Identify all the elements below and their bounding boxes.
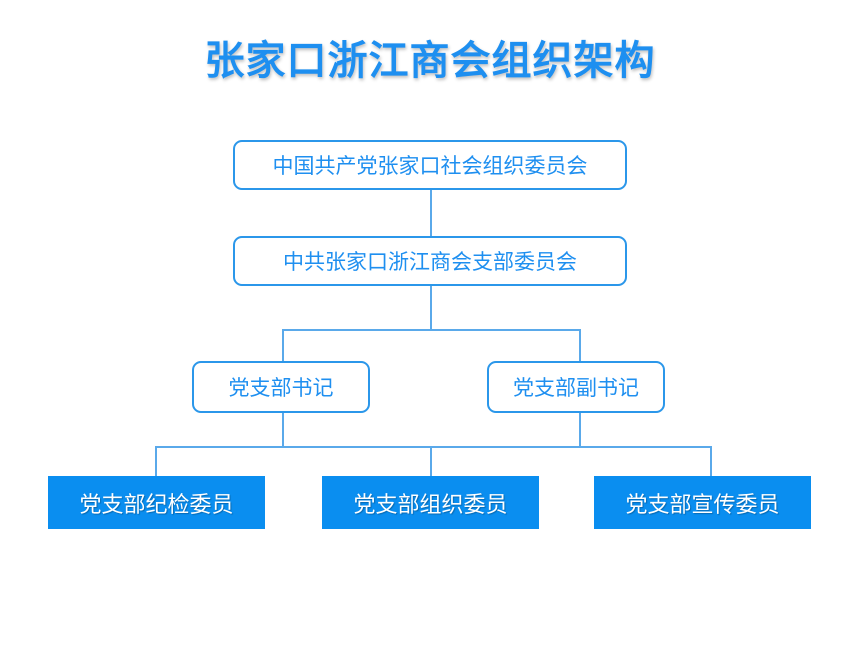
connector-line xyxy=(430,285,432,329)
node-secretary: 党支部书记 xyxy=(192,361,370,413)
node-organization-member: 党支部组织委员 xyxy=(322,476,539,529)
node-branch-committee: 中共张家口浙江商会支部委员会 xyxy=(233,236,627,286)
node-publicity-member: 党支部宣传委员 xyxy=(594,476,811,529)
connector-line xyxy=(430,189,432,237)
connector-line xyxy=(282,329,284,362)
connector-line xyxy=(430,446,432,476)
node-deputy-secretary: 党支部副书记 xyxy=(487,361,665,413)
node-top-committee: 中国共产党张家口社会组织委员会 xyxy=(233,140,627,190)
connector-line xyxy=(155,446,712,448)
connector-line xyxy=(579,329,581,362)
connector-line xyxy=(710,446,712,476)
connector-line xyxy=(155,446,157,476)
page-title: 张家口浙江商会组织架构 xyxy=(204,38,656,84)
connector-line xyxy=(579,412,581,446)
node-discipline-member: 党支部纪检委员 xyxy=(48,476,265,529)
connector-line xyxy=(282,329,581,331)
connector-line xyxy=(282,412,284,446)
